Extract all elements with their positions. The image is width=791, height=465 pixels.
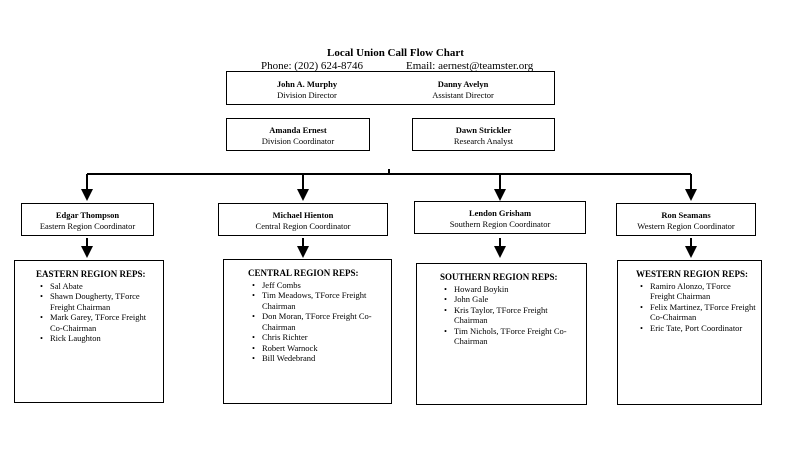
analyst-name: Dawn Strickler [455,125,512,135]
coordinator-box: Amanda Ernest Division Coordinator [226,118,370,151]
list-item: Howard Boykin [440,284,582,295]
assistant-entry: Danny Avelyn Assistant Director [403,79,523,101]
region-box-eastern: Edgar Thompson Eastern Region Coordinato… [21,203,154,236]
region-box-southern: Lendon Grisham Southern Region Coordinat… [414,201,586,234]
reps-heading: WESTERN REGION REPS: [636,269,749,279]
list-item: Robert Warnock [248,343,387,354]
list-item: Kris Taylor, TForce Freight Chairman [440,305,582,326]
analyst-box: Dawn Strickler Research Analyst [412,118,555,151]
director-role: Division Director [277,90,337,100]
list-item: Jeff Combs [248,280,387,291]
reps-box-southern: SOUTHERN REGION REPS: Howard Boykin John… [416,263,587,405]
region-coordinator-name: Michael Hienton [272,210,334,220]
coordinator-role: Division Coordinator [261,136,335,146]
region-box-western: Ron Seamans Western Region Coordinator [616,203,756,236]
region-coordinator-role: Southern Region Coordinator [449,219,551,229]
list-item: John Gale [440,294,582,305]
analyst-role: Research Analyst [453,136,514,146]
list-item: Felix Martinez, TForce Freight Co-Chairm… [636,302,757,323]
region-coordinator-role: Eastern Region Coordinator [39,221,136,231]
assistant-role: Assistant Director [432,90,494,100]
region-coordinator-role: Central Region Coordinator [255,221,351,231]
reps-heading: CENTRAL REGION REPS: [248,268,359,278]
reps-heading: EASTERN REGION REPS: [36,269,146,279]
email-address: Email: aernest@teamster.org [406,60,534,72]
reps-box-western: WESTERN REGION REPS: Ramiro Alonzo, TFor… [617,260,762,405]
list-item: Rick Laughton [36,333,159,344]
list-item: Shawn Dougherty, TForce Freight Chairman [36,291,159,312]
director-name: John A. Murphy [276,79,338,89]
coordinator-name: Amanda Ernest [269,125,327,135]
list-item: Don Moran, TForce Freight Co-Chairman [248,311,387,332]
list-item: Eric Tate, Port Coordinator [636,323,757,334]
leadership-box: John A. Murphy Division Director Danny A… [226,71,555,105]
list-item: Chris Richter [248,332,387,343]
reps-box-eastern: EASTERN REGION REPS: Sal Abate Shawn Dou… [14,260,164,403]
region-coordinator-role: Western Region Coordinator [637,221,735,231]
director-entry: John A. Murphy Division Director [247,79,367,101]
region-box-central: Michael Hienton Central Region Coordinat… [218,203,388,236]
reps-list: Ramiro Alonzo, TForce Freight Chairman F… [636,281,757,334]
list-item: Bill Wedebrand [248,353,387,364]
phone-number: Phone: (202) 624-8746 [261,60,364,72]
reps-list: Sal Abate Shawn Dougherty, TForce Freigh… [36,281,159,344]
chart-title: Local Union Call Flow Chart [327,47,464,59]
region-coordinator-name: Lendon Grisham [468,208,532,218]
list-item: Sal Abate [36,281,159,292]
list-item: Tim Meadows, TForce Freight Chairman [248,290,387,311]
list-item: Ramiro Alonzo, TForce Freight Chairman [636,281,757,302]
reps-box-central: CENTRAL REGION REPS: Jeff Combs Tim Mead… [223,259,392,404]
list-item: Mark Garey, TForce Freight Co-Chairman [36,312,159,333]
region-coordinator-name: Ron Seamans [661,210,711,220]
list-item: Tim Nichols, TForce Freight Co-Chairman [440,326,582,347]
assistant-name: Danny Avelyn [437,79,489,89]
reps-heading: SOUTHERN REGION REPS: [440,272,558,282]
reps-list: Jeff Combs Tim Meadows, TForce Freight C… [248,280,387,364]
reps-list: Howard Boykin John Gale Kris Taylor, TFo… [440,284,582,347]
region-coordinator-name: Edgar Thompson [55,210,120,220]
